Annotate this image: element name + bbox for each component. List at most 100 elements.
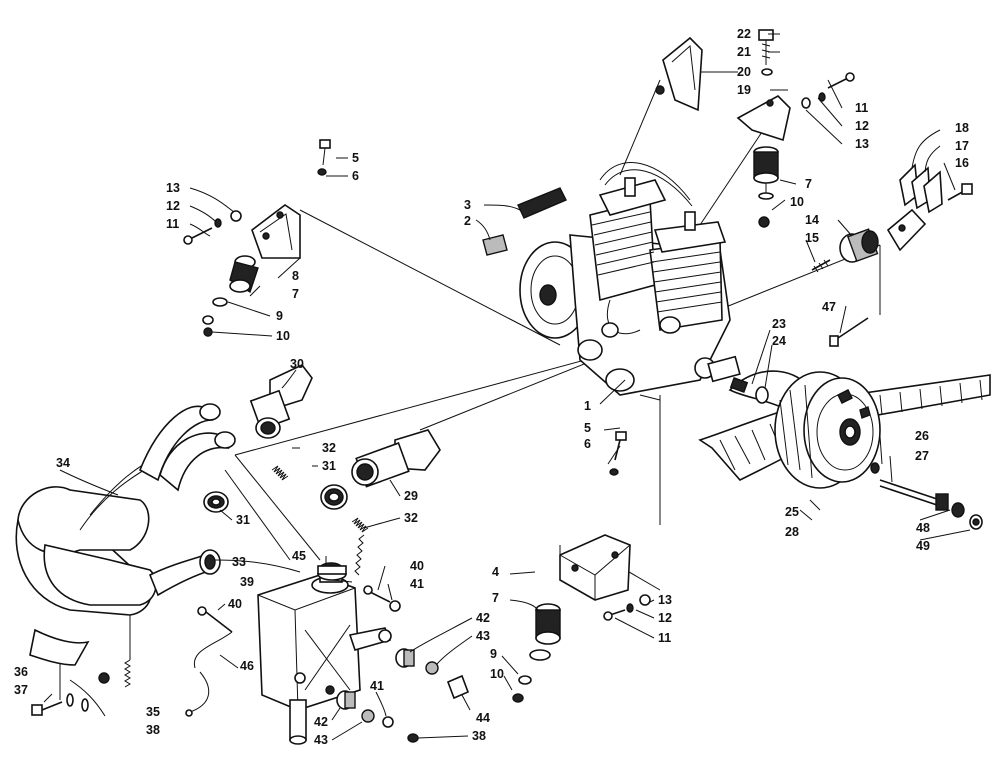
label-26: 26 xyxy=(915,429,929,443)
nut-10-top xyxy=(758,216,770,228)
label-16: 16 xyxy=(955,156,969,170)
label-18: 18 xyxy=(955,121,969,135)
spacer-14 xyxy=(839,228,879,263)
label-21: 21 xyxy=(737,45,751,59)
washer-13-top xyxy=(801,97,811,109)
label-12-center: 12 xyxy=(658,611,672,625)
sleeve-43-upper xyxy=(425,661,439,675)
washer-21 xyxy=(761,68,773,76)
label-34: 34 xyxy=(56,456,70,470)
engine-assembly xyxy=(519,162,741,396)
leader-lines xyxy=(43,33,971,741)
clip-9-0 xyxy=(66,693,89,712)
mount-bracket-4 xyxy=(559,534,631,601)
bolt-5-left xyxy=(319,139,331,166)
label-24: 24 xyxy=(772,334,786,348)
pad-part-3 xyxy=(517,187,567,219)
label-19: 19 xyxy=(737,83,751,97)
label-39: 39 xyxy=(240,575,254,589)
bolt-22 xyxy=(758,29,774,65)
mount-plate-19 xyxy=(736,95,791,142)
label-22: 22 xyxy=(737,27,751,41)
label-40-left: 40 xyxy=(228,597,242,611)
spacer-24 xyxy=(755,386,769,404)
label-49: 49 xyxy=(916,539,930,553)
manifold-30 xyxy=(249,364,313,439)
label-17: 17 xyxy=(955,139,969,153)
label-10-tr: 10 xyxy=(790,195,804,209)
clip-18-17 xyxy=(899,163,943,214)
label-23: 23 xyxy=(772,317,786,331)
label-45: 45 xyxy=(292,549,306,563)
label-37: 37 xyxy=(14,683,28,697)
label-13-center: 13 xyxy=(658,593,672,607)
label-41-lower: 41 xyxy=(370,679,384,693)
bolt-16 xyxy=(947,183,973,201)
label-10-center: 10 xyxy=(490,667,504,681)
nut-10-center xyxy=(512,693,524,703)
label-43-right: 43 xyxy=(476,629,490,643)
label-44: 44 xyxy=(476,711,490,725)
grommet-42-upper xyxy=(395,648,415,668)
washer-6-left xyxy=(317,168,327,176)
pad-part-2 xyxy=(482,234,508,256)
label-28: 28 xyxy=(785,525,799,539)
label-12-tr: 12 xyxy=(855,119,869,133)
label-20: 20 xyxy=(737,65,751,79)
label-12-left: 12 xyxy=(166,199,180,213)
washer-12-top xyxy=(818,92,826,102)
bolt-40-left xyxy=(197,606,233,633)
nut-38-lower xyxy=(407,733,419,743)
nut-10-left xyxy=(202,315,214,337)
label-47: 47 xyxy=(822,300,836,314)
clutch-25 xyxy=(728,370,881,489)
washer-41-right xyxy=(389,600,401,612)
label-32-upper: 32 xyxy=(322,441,336,455)
label-46: 46 xyxy=(240,659,254,673)
manifold-29 xyxy=(351,429,441,488)
washer-41-lower xyxy=(382,716,394,728)
washer-13-left xyxy=(230,210,242,222)
washer-12-left xyxy=(214,218,222,228)
bolt-5-center xyxy=(614,431,627,461)
label-36: 36 xyxy=(14,665,28,679)
label-9-center: 9 xyxy=(490,647,497,661)
stud-15 xyxy=(811,259,831,273)
label-31-upper: 31 xyxy=(322,459,336,473)
label-9-left: 9 xyxy=(276,309,283,323)
muffler-34 xyxy=(15,403,236,616)
label-14: 14 xyxy=(805,213,819,227)
washer-13-center xyxy=(639,594,651,606)
label-35: 35 xyxy=(146,705,160,719)
label-33: 33 xyxy=(232,555,246,569)
clamp-44 xyxy=(446,674,470,700)
spacer-23 xyxy=(729,377,749,393)
label-42-lower: 42 xyxy=(314,715,328,729)
label-5-center: 5 xyxy=(584,421,591,435)
bolt-11-center xyxy=(603,609,626,621)
label-7-left: 7 xyxy=(292,287,299,301)
bolt-47 xyxy=(829,317,869,347)
bracket-plate-right xyxy=(886,208,927,252)
washer-9-left xyxy=(212,297,228,307)
gasket-31-upper xyxy=(320,484,348,510)
cap-49 xyxy=(969,514,983,530)
washer-12-center xyxy=(626,603,634,613)
label-25: 25 xyxy=(785,505,799,519)
hose-46 xyxy=(185,631,233,717)
rubber-mount-7-center xyxy=(529,603,561,661)
label-2: 2 xyxy=(464,214,471,228)
label-31-lower: 31 xyxy=(236,513,250,527)
washer-6-center xyxy=(609,468,619,476)
bolt-11-left xyxy=(183,227,213,245)
label-10-left: 10 xyxy=(276,329,290,343)
springs-32 xyxy=(124,465,369,688)
rubber-mount-7-top xyxy=(753,146,779,200)
label-1: 1 xyxy=(584,399,591,413)
label-27: 27 xyxy=(915,449,929,463)
drive-belt-28 xyxy=(698,374,991,481)
bolt-40-right xyxy=(363,585,391,603)
rubber-mount-7-left xyxy=(229,255,259,294)
label-11-left: 11 xyxy=(166,217,179,231)
label-5-left: 5 xyxy=(352,151,359,165)
